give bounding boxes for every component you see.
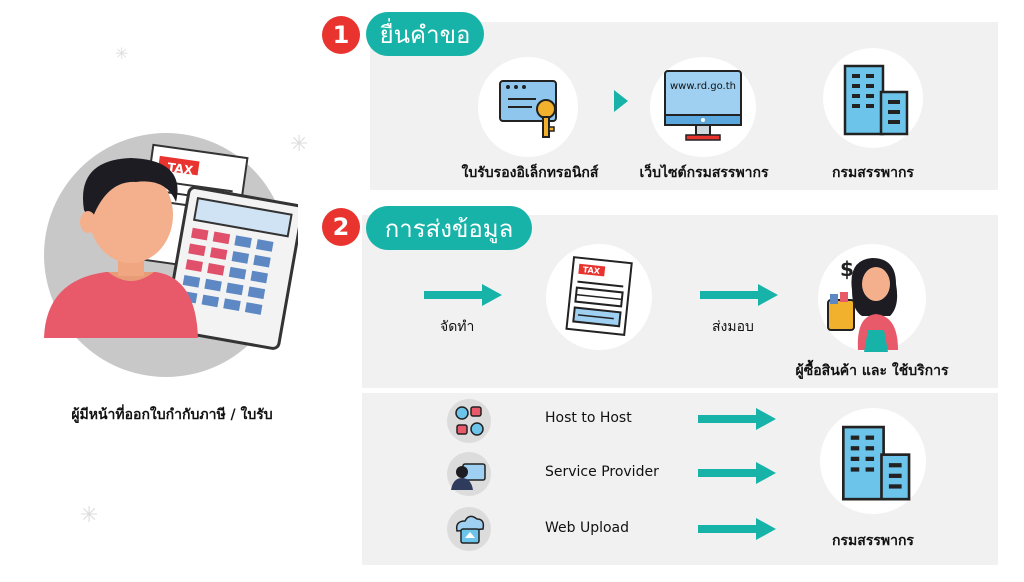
channel-web-upload-arrow-icon: [698, 518, 776, 540]
revenue-dept-label: กรมสรรพากร: [832, 165, 914, 181]
sparkle-icon-top: ✳: [115, 44, 129, 63]
service-provider-icon: [447, 452, 491, 496]
step2-title: การส่งข้อมูล: [366, 206, 532, 250]
sparkle-icon-mid: ✳: [290, 132, 309, 157]
monitor-icon: [664, 70, 742, 141]
shopper-icon: $: [827, 257, 898, 352]
prepare-arrow-icon: [424, 284, 502, 306]
certificate-icon: [499, 80, 557, 138]
buyer-label: ผู้ซื้อสินค้า และ ใช้บริการ: [795, 363, 949, 379]
channel-host-to-host-arrow-icon: [698, 408, 776, 430]
issuer-caption: ผู้มีหน้าที่ออกใบกำกับภาษี / ใบรับ: [71, 407, 273, 423]
target-revenue-dept-label: กรมสรรพากร: [832, 533, 914, 549]
tax-doc-text: TAX: [166, 160, 194, 178]
channel-host-to-host-label: Host to Host: [545, 410, 632, 426]
website-label: เว็บไซต์กรมสรรพากร: [639, 165, 769, 181]
step1-badge: 1: [322, 16, 360, 54]
revenue-dept-circle: [823, 48, 923, 148]
tax-document-circle: TAX: [546, 244, 652, 350]
website-circle: [650, 57, 756, 157]
deliver-arrow-icon: [700, 284, 778, 306]
building-icon: [843, 64, 909, 136]
certificate-circle: [478, 57, 578, 157]
buyer-circle: $: [818, 244, 926, 352]
tax-document-icon: TAX: [565, 256, 633, 336]
target-building-icon: [841, 425, 911, 501]
step2-badge: 2: [322, 208, 360, 246]
website-url: www.rd.go.th: [670, 81, 736, 92]
arrow-right-icon: [614, 90, 628, 112]
channel-service-provider-arrow-icon: [698, 462, 776, 484]
host-to-host-icon: [447, 399, 491, 443]
tax-document-text: TAX: [582, 265, 601, 276]
channel-web-upload-label: Web Upload: [545, 520, 630, 536]
tax-person-illustration: TAX: [36, 130, 304, 380]
certificate-label: ใบรับรองอิเล็กทรอนิกส์: [461, 165, 599, 181]
sparkle-icon-bottom: ✳: [80, 503, 99, 528]
web-upload-icon: [447, 507, 491, 551]
svg-text:$: $: [840, 257, 854, 281]
channel-service-provider-label: Service Provider: [545, 464, 659, 480]
deliver-label: ส่งมอบ: [712, 319, 754, 335]
prepare-label: จัดทำ: [440, 319, 475, 335]
step1-title: ยื่นคำขอ: [366, 12, 484, 56]
target-revenue-dept-circle: [820, 408, 926, 514]
